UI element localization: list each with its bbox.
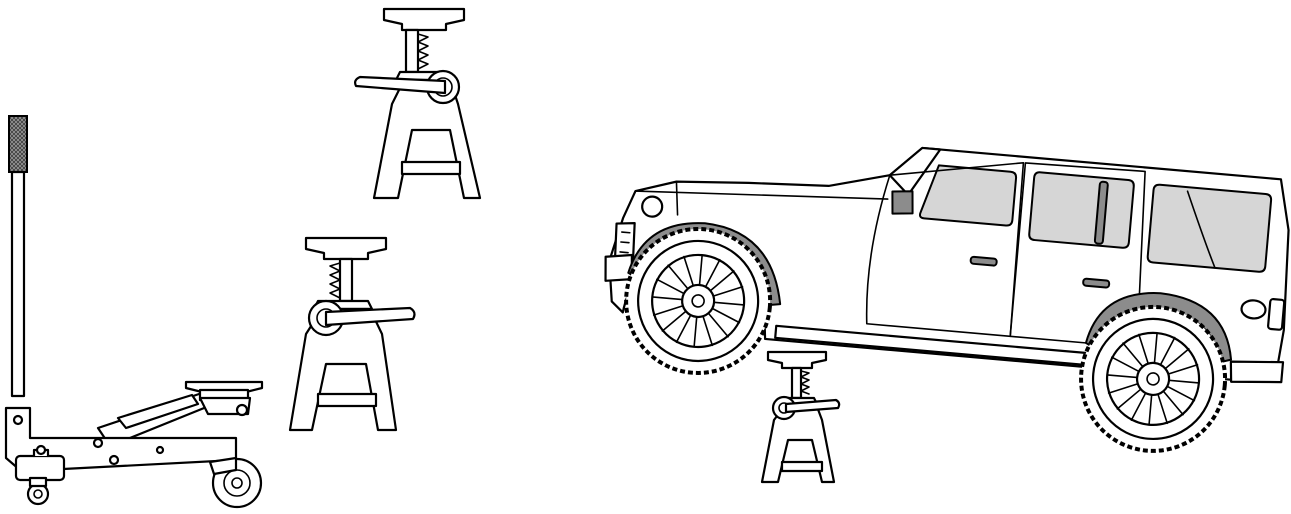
stand-saddle xyxy=(382,7,466,32)
front-window xyxy=(918,164,1018,227)
floor-jack xyxy=(4,115,264,509)
stand-saddle xyxy=(304,236,388,261)
stand-saddle xyxy=(766,350,828,370)
front-wheel xyxy=(624,226,773,375)
rear-bumper xyxy=(1229,360,1285,384)
stand-handle xyxy=(354,75,447,95)
jack-handle-grip xyxy=(8,115,28,173)
stand-handle xyxy=(784,398,841,414)
jack-stand-upper xyxy=(354,7,482,200)
headlight xyxy=(641,195,664,218)
jack-pump xyxy=(14,454,66,482)
front-door-handle xyxy=(969,255,998,267)
stand-body xyxy=(372,78,482,200)
rear-quarter-window xyxy=(1146,183,1273,273)
side-mirror xyxy=(891,190,914,215)
jack-stand-under-vehicle xyxy=(760,350,841,484)
off-road-vehicle xyxy=(604,146,1290,453)
stand-handle xyxy=(324,306,416,327)
fuel-cap xyxy=(1240,299,1267,320)
stand-body xyxy=(288,307,398,432)
rear-door-window xyxy=(1028,171,1135,249)
tail-light xyxy=(1267,297,1286,331)
rear-wheel xyxy=(1079,304,1228,453)
stand-body xyxy=(760,402,836,484)
jack-stand-middle xyxy=(288,236,416,432)
rear-door-handle xyxy=(1082,277,1111,289)
jack-handle xyxy=(10,170,26,398)
front-door xyxy=(865,161,1025,338)
windshield-frame xyxy=(888,146,942,196)
